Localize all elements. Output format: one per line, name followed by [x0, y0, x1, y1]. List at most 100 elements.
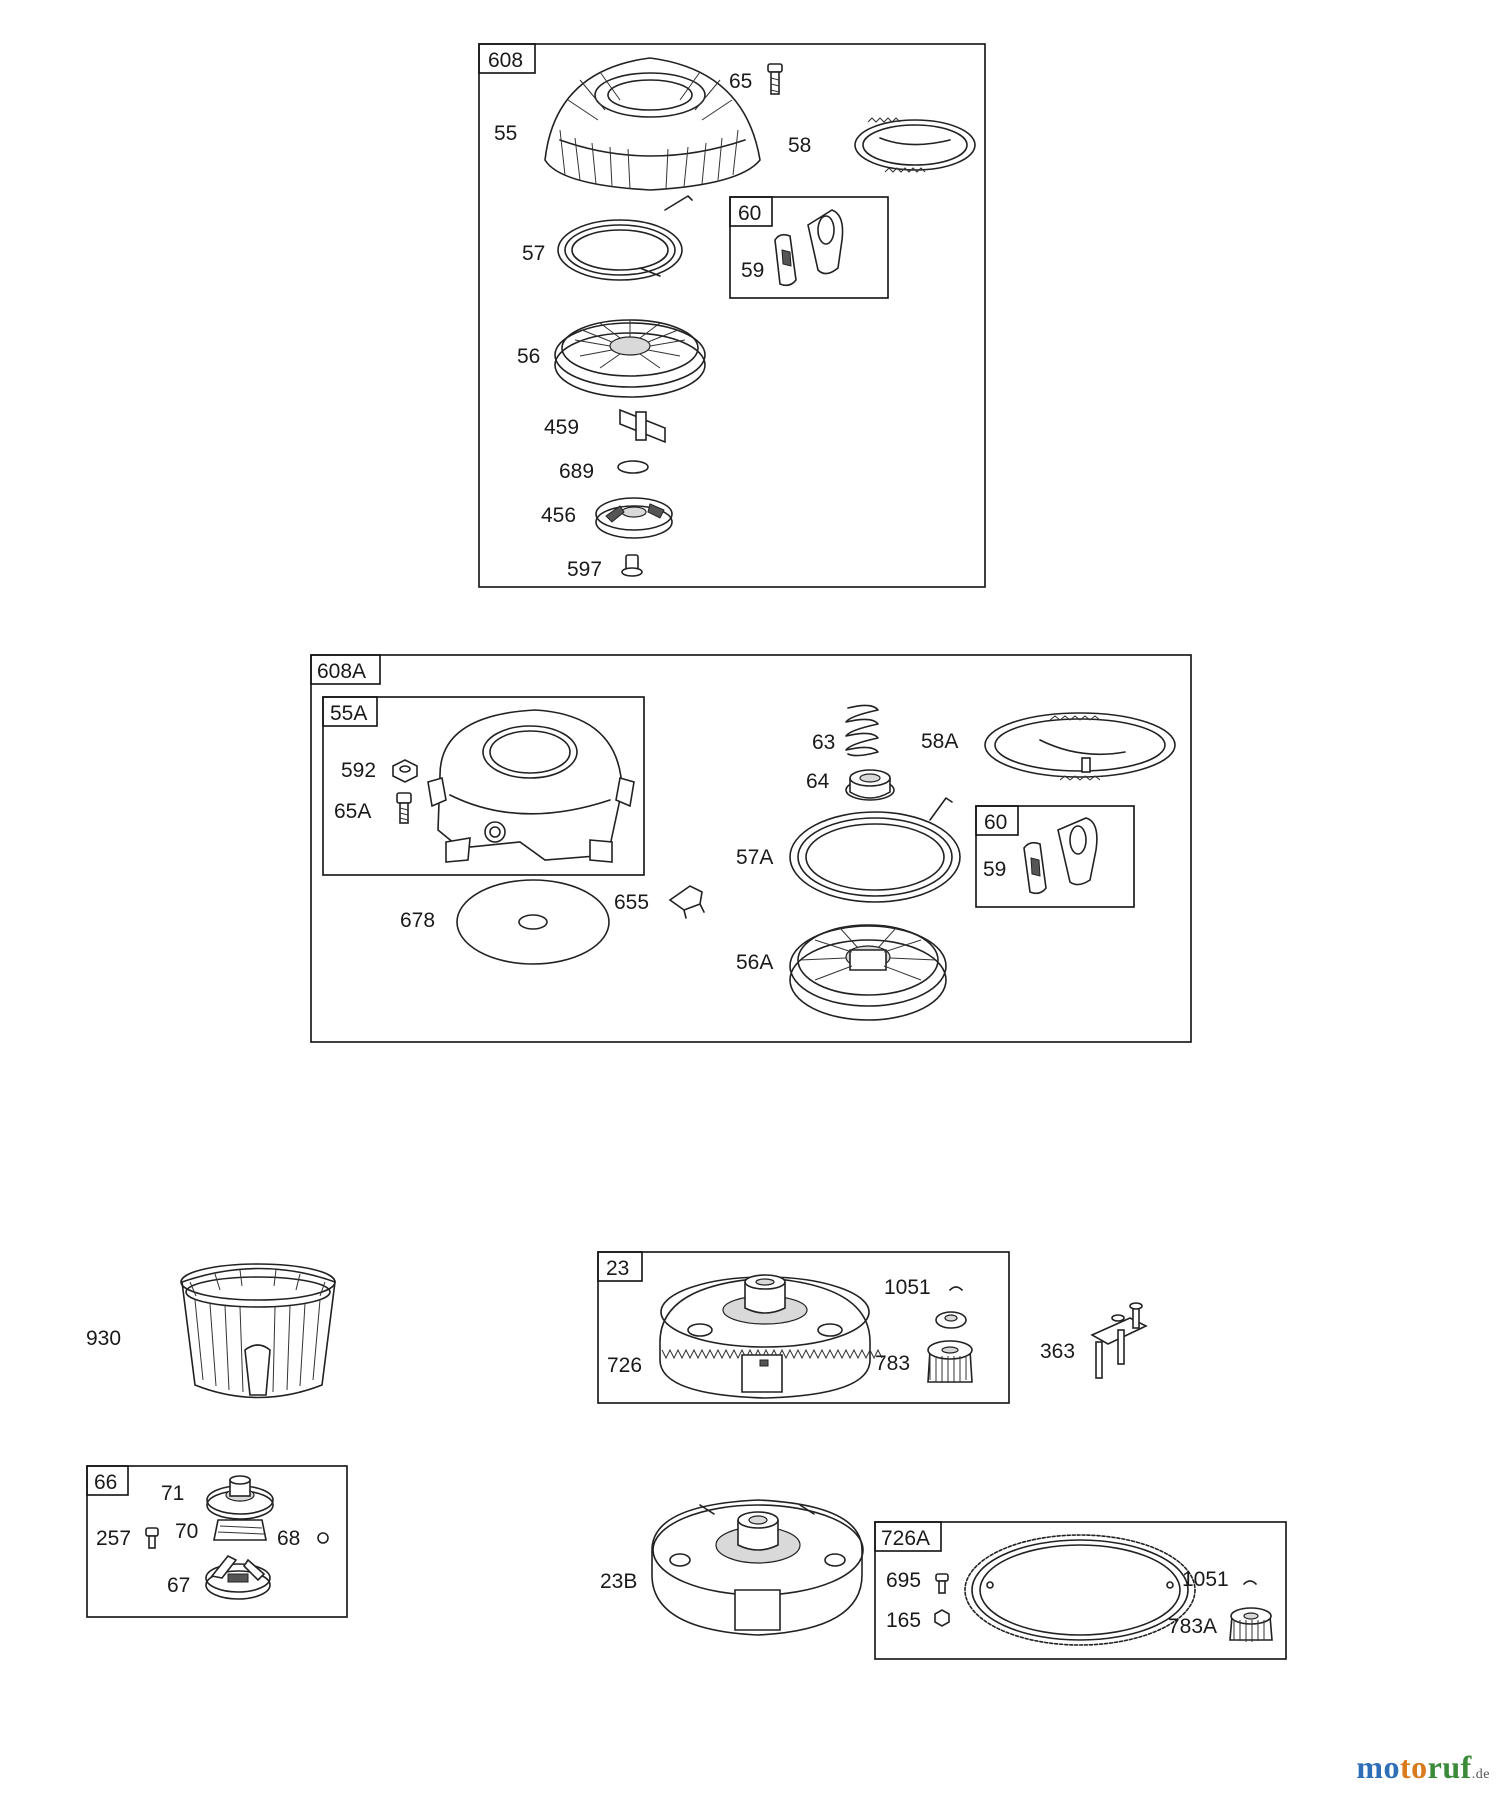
label-59-lower: 59 [983, 858, 1006, 881]
part-67-ratchet [205, 1554, 271, 1600]
kit-608-tag-box [478, 43, 536, 74]
kit-60-upper: 60 59 [729, 196, 889, 299]
label-592: 592 [341, 759, 376, 782]
label-57a: 57A [736, 846, 773, 869]
label-67: 67 [167, 1574, 190, 1597]
label-71: 71 [161, 1482, 184, 1505]
label-56: 56 [517, 345, 540, 368]
kit-60-lower-tag-box [975, 805, 1019, 836]
label-456: 456 [541, 504, 576, 527]
label-58a: 58A [921, 730, 958, 753]
part-70-spring [213, 1519, 267, 1541]
part-363-bracket [1090, 1302, 1148, 1379]
part-65-bolt [767, 63, 783, 95]
part-23b-flywheel [651, 1499, 864, 1636]
watermark-part1: mo [1356, 1749, 1400, 1785]
watermark-logo: motoruf.de [1356, 1749, 1490, 1786]
kit-608a-tag: 608A [317, 660, 366, 683]
label-1051-lower: 1051 [1182, 1568, 1229, 1591]
kit-55a-tag-box [322, 696, 378, 727]
kit-23: 23 726 1051 783 [597, 1251, 1010, 1404]
label-59-upper: 59 [741, 259, 764, 282]
kit-60-lower-frame [975, 805, 1135, 908]
watermark-part3: ruf [1427, 1749, 1472, 1785]
watermark-part2: to [1399, 1749, 1428, 1785]
part-59-handle-lower [1023, 817, 1098, 895]
kit-23-tag: 23 [606, 1257, 629, 1280]
kit-608a: 608A 55A 592 [310, 654, 1192, 1043]
part-257-screw [145, 1527, 159, 1549]
part-726-flywheel [659, 1274, 883, 1399]
label-65a: 65A [334, 800, 371, 823]
label-363: 363 [1040, 1340, 1075, 1363]
kit-60-upper-tag: 60 [738, 202, 761, 225]
kit-608-frame [478, 43, 986, 588]
label-65: 65 [729, 70, 752, 93]
kit-726a-tag-box [874, 1521, 942, 1552]
kit-66-tag: 66 [94, 1471, 117, 1494]
label-597: 597 [567, 558, 602, 581]
part-165-nut [934, 1609, 950, 1627]
part-459-pawl [619, 408, 666, 444]
kit-55a-frame [322, 696, 645, 876]
label-56a: 56A [736, 951, 773, 974]
part-55a-housing [427, 709, 635, 863]
part-1051-clip-lower [1243, 1580, 1257, 1585]
part-783-starter-gear [927, 1340, 973, 1383]
label-695: 695 [886, 1569, 921, 1592]
part-59-handle-upper [774, 209, 844, 287]
label-257: 257 [96, 1527, 131, 1550]
kit-726a-tag: 726A [881, 1527, 930, 1550]
label-1051-upper: 1051 [884, 1276, 931, 1299]
part-689-retainer-ring [617, 460, 649, 474]
part-592-nut [392, 759, 418, 783]
label-783: 783 [875, 1352, 910, 1375]
part-57a-recoil-spring [789, 797, 961, 903]
kit-60-lower: 60 59 [975, 805, 1135, 908]
kit-23-tag-box [597, 1251, 643, 1282]
part-1051-clip [949, 1286, 963, 1291]
label-726: 726 [607, 1354, 642, 1377]
kit-60-upper-tag-box [729, 196, 773, 227]
kit-66: 66 71 70 257 68 67 [86, 1465, 348, 1618]
part-57-recoil-spring [557, 195, 693, 281]
part-695-screw [935, 1573, 949, 1594]
kit-60-lower-tag: 60 [984, 811, 1007, 834]
kit-608: 608 55 65 [478, 43, 986, 588]
kit-55a: 55A 592 [322, 696, 645, 876]
part-58a-starter-rope [984, 712, 1176, 781]
label-70: 70 [175, 1520, 198, 1543]
part-71-cup [206, 1475, 274, 1520]
part-bushing [935, 1311, 967, 1329]
part-63-compression-spring [845, 704, 879, 757]
part-55-starter-housing [544, 57, 761, 191]
part-58-starter-rope [854, 117, 976, 173]
label-783a: 783A [1168, 1615, 1217, 1638]
kit-608a-frame [310, 654, 1192, 1043]
label-58: 58 [788, 134, 811, 157]
part-ring-gear [964, 1534, 1196, 1646]
label-63: 63 [812, 731, 835, 754]
label-64: 64 [806, 770, 830, 793]
label-459: 459 [544, 416, 579, 439]
label-23b: 23B [600, 1570, 637, 1593]
label-689: 689 [559, 460, 594, 483]
part-783a-starter-gear [1229, 1607, 1273, 1642]
part-68-ball [317, 1532, 329, 1544]
label-57: 57 [522, 242, 545, 265]
label-68: 68 [277, 1527, 300, 1550]
kit-55a-tag: 55A [330, 702, 367, 725]
kit-726a-frame [874, 1521, 1287, 1660]
kit-726a: 726A 695 165 1051 783A [874, 1521, 1287, 1660]
kit-66-frame [86, 1465, 348, 1618]
label-678: 678 [400, 909, 435, 932]
label-930: 930 [86, 1327, 121, 1350]
kit-60-upper-frame [729, 196, 889, 299]
label-655: 655 [614, 891, 649, 914]
part-56a-pulley [789, 924, 947, 1021]
label-165: 165 [886, 1609, 921, 1632]
kit-23-frame [597, 1251, 1010, 1404]
part-456-pawl-retainer [595, 497, 673, 539]
part-64-bushing [845, 769, 895, 801]
label-55: 55 [494, 122, 517, 145]
